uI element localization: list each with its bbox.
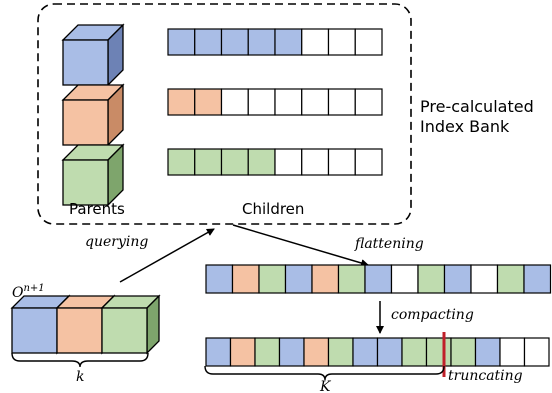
index-bank-title-line1: Pre-calculated — [420, 97, 534, 116]
flatten-cell-2 — [231, 264, 260, 294]
flatten-cell-12 — [496, 264, 525, 294]
flatten-cell-5 — [311, 264, 340, 294]
children-row-1-cell-1 — [167, 28, 196, 56]
compact-cell-7 — [352, 337, 379, 367]
compact-cell-5 — [303, 337, 330, 367]
query-cube-3 — [100, 294, 161, 355]
children-row-3-cell-8 — [354, 148, 383, 176]
parent-cube-1-front — [62, 39, 109, 86]
flatten-cell-11 — [470, 264, 499, 294]
flatten-cell-13 — [523, 264, 552, 294]
children-row-3-cell-6 — [301, 148, 330, 176]
children-label: Children — [242, 200, 304, 218]
query-cubes — [10, 294, 161, 355]
children-row-2-cell-7 — [327, 88, 356, 116]
children-row-1-cell-6 — [301, 28, 330, 56]
children-row-3-cell-5 — [274, 148, 303, 176]
parents-label: Parents — [69, 200, 125, 218]
k-brace — [11, 352, 149, 368]
children-row-2-cell-8 — [354, 88, 383, 116]
compact-cell-2 — [229, 337, 256, 367]
compact-cell-11 — [450, 337, 477, 367]
compact-cell-12 — [474, 337, 501, 367]
compact-cell-10 — [425, 337, 452, 367]
compacted-array — [205, 337, 550, 367]
children-row-2-cell-3 — [220, 88, 249, 116]
query-cube-1-front — [11, 307, 58, 354]
flattening-label: flattening — [354, 236, 424, 252]
children-row-1-cell-7 — [327, 28, 356, 56]
children-row-1-cell-5 — [274, 28, 303, 56]
children-row-3-cell-3 — [220, 148, 249, 176]
flatten-cell-10 — [443, 264, 472, 294]
children-row-2-cell-2 — [194, 88, 223, 116]
flatten-cell-3 — [258, 264, 287, 294]
compact-cell-8 — [376, 337, 403, 367]
parent-cube-3-front — [62, 159, 109, 206]
children-row-2-cell-5 — [274, 88, 303, 116]
children-row-1-cell-2 — [194, 28, 223, 56]
bank-parents — [61, 23, 125, 207]
flatten-cell-4 — [284, 264, 313, 294]
flattening-arrow — [232, 224, 369, 267]
flattened-array — [205, 264, 552, 294]
parent-cube-2-front — [62, 99, 109, 146]
truncating-label: truncating — [448, 368, 523, 384]
k-label: k — [76, 369, 84, 385]
compact-cell-3 — [254, 337, 281, 367]
parent-cube-2 — [61, 83, 125, 147]
compact-cell-13 — [499, 337, 526, 367]
compact-cell-14 — [523, 337, 550, 367]
flatten-cell-1 — [205, 264, 234, 294]
index-bank-box — [37, 3, 412, 225]
parent-cube-1 — [61, 23, 125, 87]
K-brace — [204, 365, 445, 381]
children-row-3-cell-4 — [247, 148, 276, 176]
flatten-cell-8 — [390, 264, 419, 294]
children-row-1-cell-8 — [354, 28, 383, 56]
compact-cell-1 — [205, 337, 232, 367]
flatten-cell-6 — [337, 264, 366, 294]
query-cube-3-front — [101, 307, 148, 354]
K-label: K — [319, 379, 332, 393]
children-row-2-cell-4 — [247, 88, 276, 116]
flatten-cell-9 — [417, 264, 446, 294]
bank-children — [167, 28, 383, 176]
compacting-label: compacting — [391, 307, 474, 323]
children-row-3-cell-7 — [327, 148, 356, 176]
compact-cell-4 — [278, 337, 305, 367]
compact-cell-9 — [401, 337, 428, 367]
querying-label: querying — [85, 234, 148, 250]
children-row-3-cell-2 — [194, 148, 223, 176]
children-row-1-cell-4 — [247, 28, 276, 56]
flatten-cell-7 — [364, 264, 393, 294]
children-row-1-cell-3 — [220, 28, 249, 56]
cube-label: On+1 — [12, 283, 45, 301]
parent-cube-3 — [61, 143, 125, 207]
querying-arrow — [119, 228, 215, 283]
children-row-2-cell-1 — [167, 88, 196, 116]
children-row-2-cell-6 — [301, 88, 330, 116]
children-row-3-cell-1 — [167, 148, 196, 176]
query-cube-2-front — [56, 307, 103, 354]
compact-cell-6 — [327, 337, 354, 367]
index-bank-title-line2: Index Bank — [420, 117, 510, 136]
